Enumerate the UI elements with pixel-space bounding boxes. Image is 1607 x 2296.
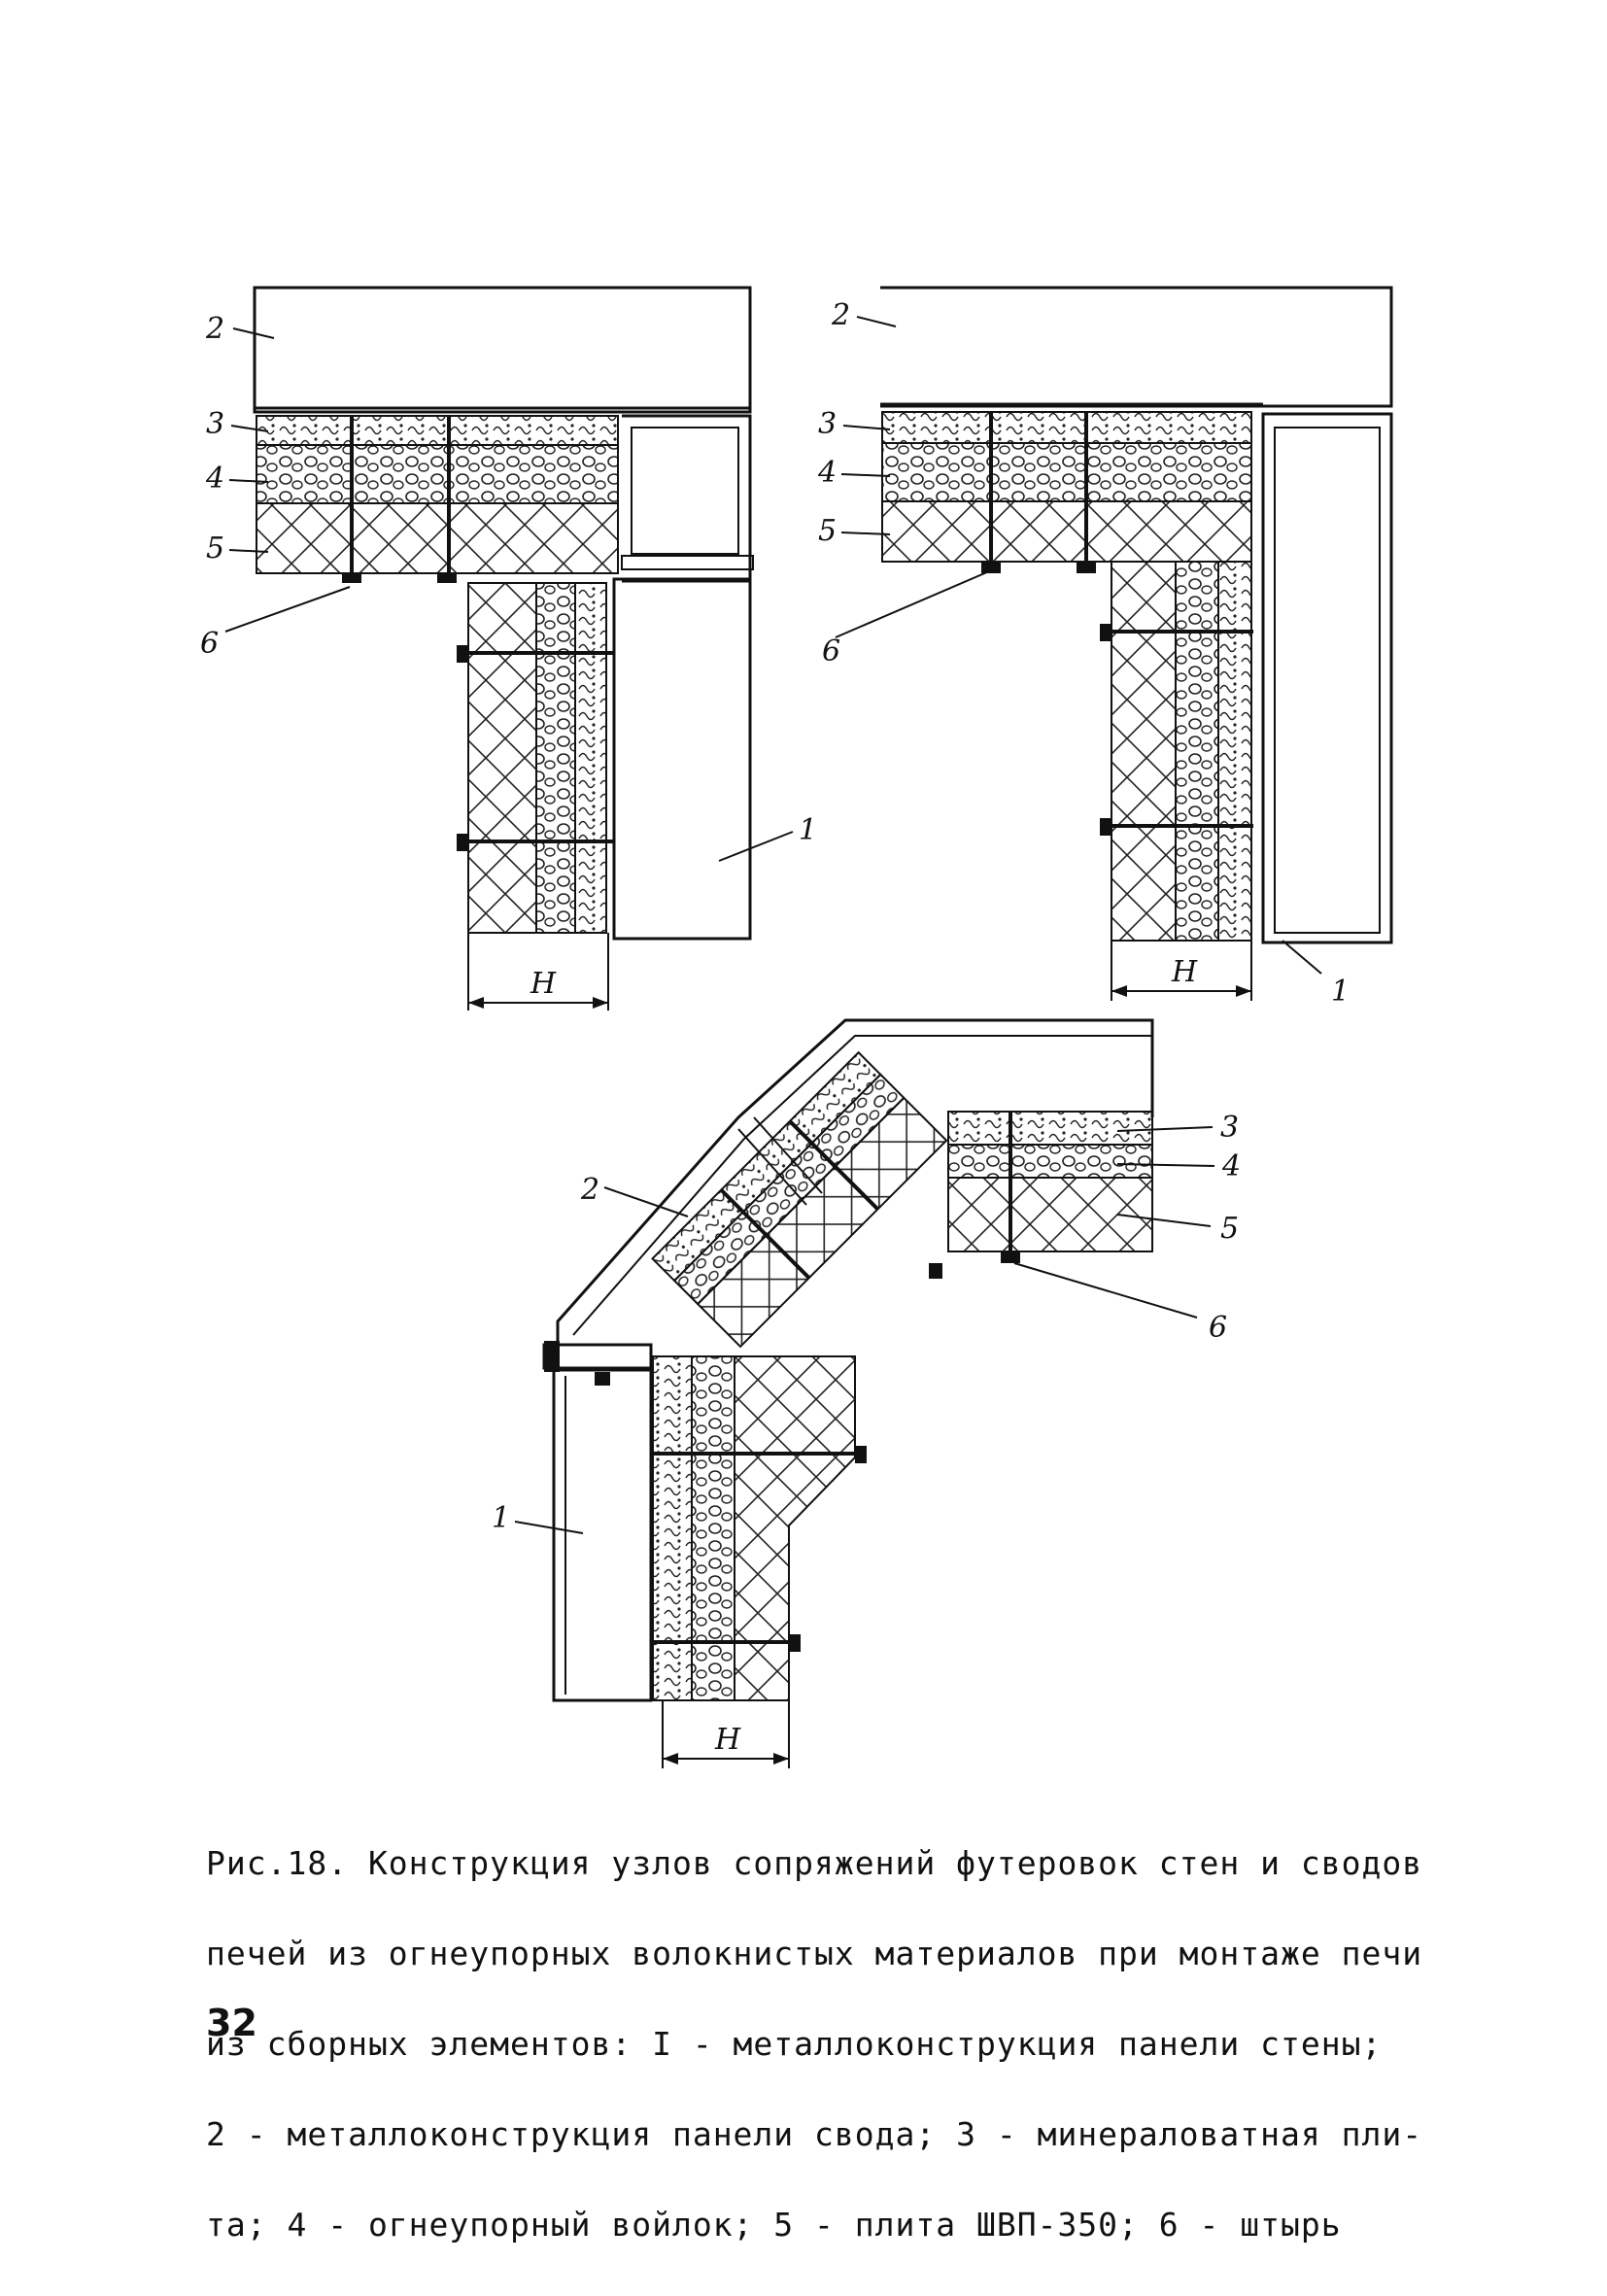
callout-3: 3 xyxy=(1220,1111,1239,1145)
callout-3: 3 xyxy=(818,407,837,441)
mineral-wool-layer xyxy=(881,411,1252,444)
roof-panel-steel xyxy=(253,286,752,414)
wall-board-layer xyxy=(467,582,537,934)
wall-wool-layer xyxy=(652,1355,693,1701)
wall-board-layer xyxy=(734,1355,856,1701)
figure-caption: Рис.18. Конструкция узлов сопряжений фут… xyxy=(206,1788,1430,2270)
page-number: 32 xyxy=(206,2002,257,2044)
callout-6: 6 xyxy=(822,634,840,668)
diagram-top-left: 2 3 4 5 6 1 H xyxy=(200,286,817,1011)
callout-4: 4 xyxy=(817,456,837,490)
felt-layer xyxy=(256,444,619,504)
dimension-H: H xyxy=(1171,955,1198,989)
callout-2: 2 xyxy=(831,298,850,332)
callout-5: 5 xyxy=(818,514,837,548)
anchor-pin xyxy=(1100,624,1111,641)
felt-layer xyxy=(947,1144,1153,1179)
wall-felt-layer xyxy=(1175,561,1219,942)
callout-3: 3 xyxy=(206,407,224,441)
callout-5: 5 xyxy=(206,531,224,565)
anchor-pin xyxy=(342,573,361,583)
wall-wool-layer xyxy=(1217,561,1252,942)
caption-line: печей из огнеупорных волокнистых материа… xyxy=(206,1935,1423,1972)
anchor-pin xyxy=(855,1446,867,1463)
dimension-H: H xyxy=(530,967,557,1001)
caption-line: Рис.18. Конструкция узлов сопряжений фут… xyxy=(206,1844,1423,1882)
caption-line: та; 4 - огнеупорный войлок; 5 - плита ШВ… xyxy=(206,2206,1342,2244)
board-layer xyxy=(881,500,1252,563)
dimension-H: H xyxy=(714,1723,741,1757)
callout-6: 6 xyxy=(1209,1311,1227,1345)
diagram-bottom: 2 3 4 5 6 1 H xyxy=(492,1018,1241,1768)
wall-panel-steel xyxy=(1261,412,1393,944)
anchor-pin xyxy=(1001,1251,1020,1263)
callout-1: 1 xyxy=(492,1501,510,1535)
diagram-top-right: 2 3 4 5 6 1 H xyxy=(817,286,1393,1009)
mineral-wool-layer xyxy=(947,1111,1153,1146)
callout-5: 5 xyxy=(1220,1212,1239,1246)
anchor-pin xyxy=(981,562,1001,573)
anchor-pin xyxy=(1077,562,1096,573)
callout-4: 4 xyxy=(1221,1149,1241,1183)
roof-panel-steel xyxy=(880,286,1393,408)
anchor-pin xyxy=(929,1263,942,1279)
mineral-wool-layer xyxy=(256,415,619,446)
callout-4: 4 xyxy=(205,462,224,496)
wall-panel-steel xyxy=(552,1368,653,1702)
anchor-pin xyxy=(789,1634,801,1652)
caption-line: 2 - металлоконструкция панели свода; 3 -… xyxy=(206,2115,1423,2153)
felt-layer xyxy=(881,442,1252,502)
wall-felt-layer xyxy=(535,582,576,934)
board-layer xyxy=(256,502,619,574)
anchor-pin xyxy=(457,645,468,663)
callout-2: 2 xyxy=(580,1173,599,1207)
figure-furnace-lining-joints: 2 3 4 5 6 1 H xyxy=(200,286,1393,1768)
anchor-pin xyxy=(1100,818,1111,836)
wall-wool-layer xyxy=(574,582,607,934)
anchor-pin xyxy=(437,573,457,583)
wall-panel-steel xyxy=(612,577,752,941)
callout-6: 6 xyxy=(200,627,219,661)
callout-1: 1 xyxy=(1331,975,1350,1009)
callout-1: 1 xyxy=(799,813,817,847)
callout-2: 2 xyxy=(205,312,224,346)
anchor-pin xyxy=(457,834,468,851)
wall-board-layer xyxy=(1111,561,1177,942)
caption-line: из сборных элементов: I - металлоконстру… xyxy=(206,2025,1383,2063)
wall-felt-layer xyxy=(691,1355,735,1701)
